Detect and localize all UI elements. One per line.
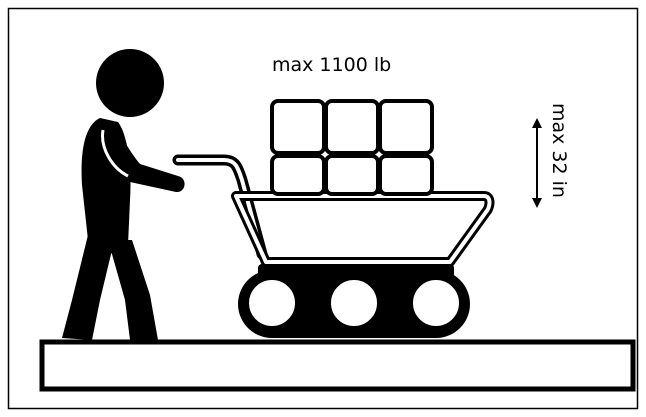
max-height-label: max 32 in: [548, 103, 570, 198]
max-load-label: max 1100 lb: [272, 54, 391, 76]
floor-platform-icon: [42, 342, 633, 389]
wheel-icon: [238, 270, 470, 338]
crate-stack-icon: [272, 101, 432, 194]
